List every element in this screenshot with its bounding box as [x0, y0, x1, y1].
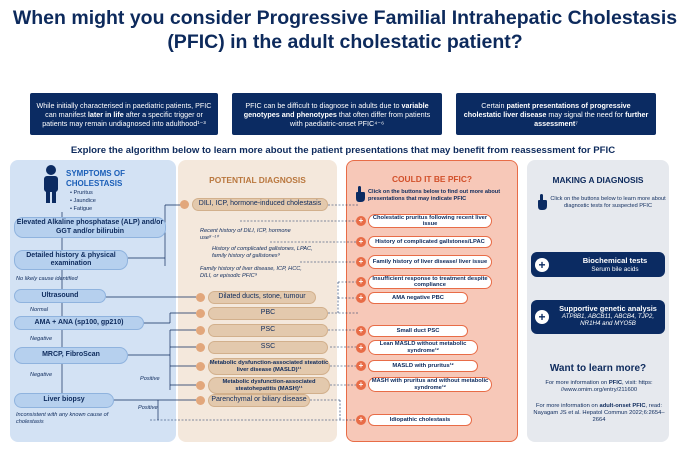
info-box-1: While initially characterised in paediat…	[30, 93, 218, 135]
no-cause-label: No likely cause identified	[16, 276, 78, 282]
symptom-jaundice: • Jaundice	[70, 198, 96, 204]
negative-label-1: Negative	[30, 336, 53, 342]
ssc-dot	[196, 343, 205, 352]
plus-icon[interactable]: +	[356, 237, 366, 247]
potential-diagnosis-heading: POTENTIAL DIAGNOSIS	[209, 175, 306, 185]
genetic-analysis-title: Supportive genetic analysis	[559, 304, 657, 313]
mash-dot	[196, 381, 205, 390]
plus-icon[interactable]: +	[356, 216, 366, 226]
plus-icon[interactable]: +	[356, 361, 366, 371]
psc-dot	[196, 326, 205, 335]
parenchymal-node[interactable]: Parenchymal or biliary disease	[208, 394, 310, 407]
note-recent-history: Recent history of DILI, ICP, hormone use…	[200, 228, 291, 241]
making-diagnosis-heading: MAKING A DIAGNOSIS	[552, 175, 644, 185]
pointer-hand-icon	[356, 186, 365, 202]
plus-icon[interactable]: +	[356, 257, 366, 267]
explore-heading: Explore the algorithm below to learn mor…	[70, 145, 616, 156]
plus-icon[interactable]: +	[535, 310, 549, 324]
mrcp-node[interactable]: MRCP, FibroScan	[14, 347, 128, 364]
pfic-masld-pruritus-button[interactable]: MASLD with pruritus¹²	[368, 360, 478, 372]
diagnosis-intro: Click on the buttons below to learn more…	[550, 196, 666, 209]
info-box-2: PFIC can be difficult to diagnose in adu…	[232, 93, 442, 135]
note-gallstones: History of complicated gallstones, LPAC,…	[212, 246, 313, 259]
ultrasound-node[interactable]: Ultrasound	[14, 289, 106, 303]
pbc-node[interactable]: PBC	[208, 307, 328, 320]
biochemical-tests-button[interactable]: Biochemical tests Serum bile acids	[531, 252, 665, 277]
pfic-cholestatic-pruritus-button[interactable]: Cholestatic pruritus following recent li…	[368, 214, 492, 228]
pbc-dot	[196, 309, 205, 318]
ama-ana-node[interactable]: AMA + ANA (sp100, gp210)	[14, 316, 144, 330]
pfic-lean-masld-button[interactable]: Lean MASLD without metabolic syndrome¹²	[368, 340, 478, 355]
plus-icon[interactable]: +	[356, 415, 366, 425]
genetic-analysis-genes: ATP8B1, ABCB11, ABCB4, TJP2, NR1H4 and M…	[561, 313, 655, 328]
pfic-info-link[interactable]: For more information on PFIC, visit: htt…	[545, 380, 653, 393]
dili-node[interactable]: DILI, ICP, hormone-induced cholestasis	[192, 198, 328, 211]
pfic-mash-pruritus-button[interactable]: MASH with pruritus and without metabolic…	[368, 377, 492, 392]
pointer-hand-icon	[538, 194, 547, 210]
negative-label-2: Negative	[30, 372, 53, 378]
pfic-small-duct-psc-button[interactable]: Small duct PSC	[368, 325, 468, 337]
dilated-dot	[196, 293, 205, 302]
psc-node[interactable]: PSC	[208, 324, 328, 337]
biochemical-tests-title: Biochemical tests	[582, 256, 648, 265]
parenchymal-dot	[196, 396, 205, 405]
biochemical-tests-subtitle: Serum bile acids	[591, 266, 639, 273]
dili-dot	[180, 200, 189, 209]
pfic-insufficient-response-button[interactable]: Insufficient response to treatment despi…	[368, 275, 492, 289]
plus-icon[interactable]: +	[356, 277, 366, 287]
mash-node[interactable]: Metabolic dysfunction-associated steatoh…	[208, 377, 330, 394]
adult-onset-info-link[interactable]: For more information on adult-onset PFIC…	[533, 403, 665, 423]
positive-label-1: Positive	[140, 376, 160, 382]
pfic-intro: Click on the buttons below to find out m…	[368, 189, 501, 202]
normal-label: Normal	[30, 307, 49, 313]
history-node[interactable]: Detailed history & physical examination	[14, 250, 128, 270]
genetic-analysis-button[interactable]: Supportive genetic analysis ATP8B1, ABCB…	[531, 300, 665, 334]
symptoms-heading: SYMPTOMS OF CHOLESTASIS	[66, 169, 125, 188]
alp-node[interactable]: Elevated Alkaline phosphatase (ALP) and/…	[14, 217, 166, 238]
plus-icon[interactable]: +	[356, 293, 366, 303]
symptom-pruritus: • Pruritus	[70, 190, 93, 196]
inconsistent-label: Inconsistent with any known cause of cho…	[16, 412, 109, 425]
pfic-heading: COULD IT BE PFIC?	[391, 174, 473, 184]
info-box-3: Certain patient presentations of progres…	[456, 93, 656, 135]
symptom-fatigue: • Fatigue	[70, 206, 93, 212]
pfic-family-history-button[interactable]: Family history of liver disease/ liver i…	[368, 255, 492, 269]
plus-icon[interactable]: +	[356, 326, 366, 336]
plus-icon[interactable]: +	[356, 380, 366, 390]
plus-icon[interactable]: +	[535, 258, 549, 272]
masld-node[interactable]: Metabolic dysfunction-associated steatot…	[208, 358, 330, 375]
note-family-history: Family history of liver disease, ICP, HC…	[200, 266, 302, 279]
masld-dot	[196, 362, 205, 371]
liver-biopsy-node[interactable]: Liver biopsy	[14, 393, 114, 408]
person-icon	[44, 165, 58, 203]
want-to-learn-heading: Want to learn more?	[549, 363, 647, 374]
plus-icon[interactable]: +	[356, 343, 366, 353]
pfic-gallstones-button[interactable]: History of complicated gallstones/LPAC	[368, 236, 492, 248]
dilated-ducts-node[interactable]: Dilated ducts, stone, tumour	[208, 291, 316, 304]
ssc-node[interactable]: SSC	[208, 341, 328, 354]
pfic-idiopathic-cholestasis-button[interactable]: Idiopathic cholestasis	[368, 414, 472, 426]
page-title: When might you consider Progressive Fami…	[12, 7, 678, 53]
positive-label-2: Positive	[138, 405, 158, 411]
pfic-ama-negative-pbc-button[interactable]: AMA negative PBC	[368, 292, 468, 304]
